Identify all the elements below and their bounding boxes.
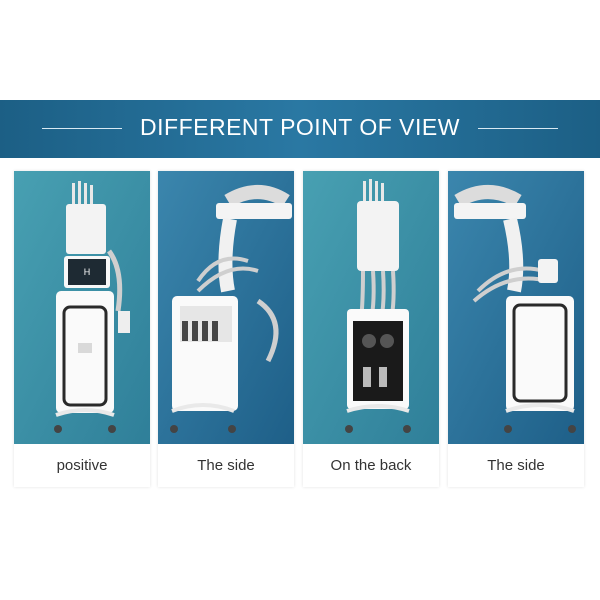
device-front-image: H <box>14 171 150 444</box>
banner-divider-left <box>42 128 122 129</box>
view-card-front: H positive <box>14 171 150 487</box>
view-caption: The side <box>487 457 545 474</box>
view-card-side-right: The side <box>448 171 584 487</box>
title-banner: DIFFERENT POINT OF VIEW <box>0 100 600 158</box>
view-caption: positive <box>56 457 108 474</box>
device-side-image <box>158 171 294 444</box>
view-caption: On the back <box>330 457 412 474</box>
view-caption: The side <box>197 457 255 474</box>
banner-divider-right <box>478 128 558 129</box>
banner-title: DIFFERENT POINT OF VIEW <box>140 114 460 140</box>
svg-text:H: H <box>84 267 91 277</box>
view-card-back: On the back <box>303 171 439 487</box>
device-back-image <box>303 171 439 444</box>
device-side-image <box>448 171 584 444</box>
view-card-side-left: The side <box>158 171 294 487</box>
